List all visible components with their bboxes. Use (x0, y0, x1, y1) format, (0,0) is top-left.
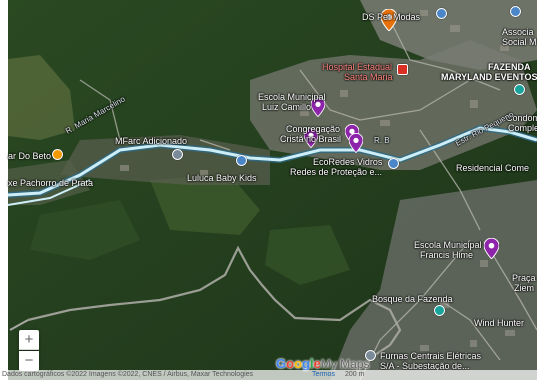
road-label: R. B (374, 136, 390, 145)
office-poi-icon[interactable] (365, 350, 376, 361)
zoom-out-button[interactable]: − (19, 351, 39, 371)
place-label[interactable]: Santa Maria (344, 72, 393, 82)
place-label[interactable]: ar Do Beto (8, 151, 52, 161)
place-label[interactable]: Associa (502, 27, 534, 37)
place-label[interactable]: Social M (502, 37, 537, 47)
place-label[interactable]: MFarc Adicionado (115, 136, 188, 146)
place-label[interactable]: Escola Municipal (414, 240, 482, 250)
map-attribution: Dados cartográficos ©2022 Imagens ©2022,… (2, 371, 254, 378)
shopping-poi-icon[interactable] (436, 8, 447, 19)
place-label[interactable]: S/A - Subestação de... (380, 361, 470, 371)
restaurant-poi-icon[interactable] (52, 149, 63, 160)
place-label[interactable]: xe Pachorro de Prata (8, 178, 94, 188)
place-label[interactable]: Redes de Proteção e... (290, 167, 383, 177)
zoom-in-button[interactable]: + (19, 330, 39, 350)
shop-poi-icon[interactable] (172, 149, 183, 160)
place-label[interactable]: Praça (512, 273, 536, 283)
scale-label: 200 m (345, 371, 365, 378)
place-label[interactable]: Francis Hime (420, 250, 474, 260)
shopping-poi-icon[interactable] (388, 158, 399, 169)
place-label[interactable]: DS Pet Modas (362, 12, 421, 22)
place-label[interactable]: Bosque da Fazenda (372, 294, 453, 304)
place-label[interactable]: Luluca Baby Kids (187, 173, 257, 183)
shopping-poi-icon[interactable] (510, 6, 521, 17)
map-pin-purple-icon[interactable] (304, 128, 318, 148)
park-poi-icon[interactable] (434, 305, 445, 316)
place-label[interactable]: Cristã no Brasil (280, 134, 342, 144)
place-label[interactable]: Congregação (286, 124, 341, 134)
place-label[interactable]: Luiz Camillo (262, 102, 312, 112)
place-label[interactable]: Wind Hunter (474, 318, 525, 328)
hospital-poi-icon[interactable] (397, 64, 408, 75)
place-label[interactable]: Condom (506, 113, 537, 123)
place-label[interactable]: Escola Municipal (258, 92, 326, 102)
place-label[interactable]: EcoRedes Vidros (313, 157, 383, 167)
place-label[interactable]: Residencial Come (456, 163, 530, 173)
place-label[interactable]: Comple (508, 123, 537, 133)
place-label[interactable]: Ziem (514, 283, 534, 293)
map-pin-purple-icon[interactable] (311, 97, 325, 117)
park-poi-icon[interactable] (514, 84, 525, 95)
map-pin-orange-icon[interactable] (381, 9, 397, 31)
shopping-poi-icon[interactable] (236, 155, 247, 166)
terms-link[interactable]: Termos (312, 371, 335, 378)
map-footer: Dados cartográficos ©2022 Imagens ©2022,… (0, 370, 537, 380)
place-label[interactable]: Furnas Centrais Elétricas (380, 351, 482, 361)
map-pin-purple-icon[interactable] (484, 238, 499, 259)
place-label[interactable]: Hospital Estadual (322, 62, 393, 72)
place-label[interactable]: MARYLAND EVENTOS (441, 72, 537, 82)
google-my-maps-logo: GoogleMy Maps (276, 356, 370, 371)
map-pin-purple-icon[interactable] (349, 133, 363, 153)
place-label[interactable]: FAZENDA (488, 62, 531, 72)
